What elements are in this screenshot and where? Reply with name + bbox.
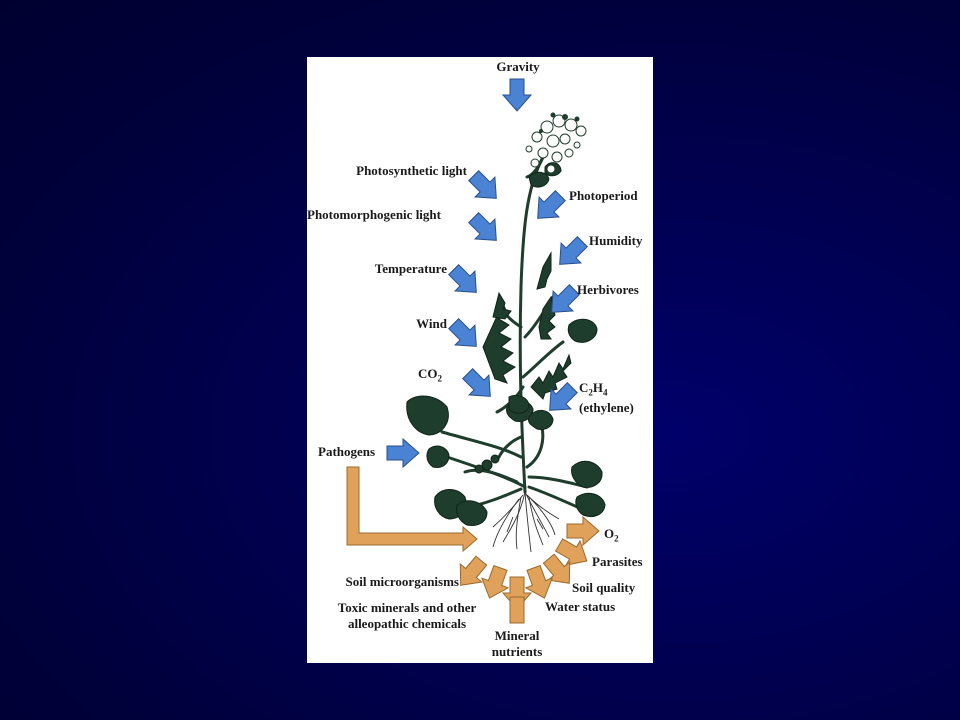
label-parasites: Parasites [592, 554, 643, 569]
label-toxic-minerals-line2: alleopathic chemicals [347, 616, 467, 631]
label-wind: Wind [416, 316, 447, 331]
below-ground-arrows [449, 516, 600, 610]
label-mineral-nutrients-line1: Mineral [494, 628, 540, 643]
gravity-arrow [502, 78, 532, 112]
label-photoperiod: Photoperiod [569, 188, 638, 203]
roots [492, 491, 560, 553]
flowers [525, 114, 587, 174]
label-toxic-minerals-line1: Toxic minerals and other [337, 600, 477, 615]
label-pathogens: Pathogens [318, 444, 376, 459]
label-ethylene: (ethylene) [579, 400, 634, 415]
humidity-arrow [549, 231, 593, 275]
label-herbivores: Herbivores [577, 282, 639, 297]
label-temperature: Temperature [374, 261, 447, 276]
stems [440, 155, 591, 514]
photomorphogenic-light-arrow [463, 207, 507, 251]
label-humidity: Humidity [589, 233, 643, 248]
label-o2: O2 [604, 526, 619, 544]
label-water-status: Water status [545, 599, 616, 614]
label-photosynthetic-light: Photosynthetic light [356, 163, 467, 178]
leaves [406, 162, 606, 526]
label-soil-microorganisms: Soil microorganisms [345, 574, 459, 589]
pathogens-to-soil-arrow [346, 466, 478, 553]
label-c2h4: C2H4 [579, 380, 608, 398]
label-gravity: Gravity [496, 59, 540, 74]
label-soil-quality: Soil quality [572, 580, 636, 595]
label-photomorphogenic-light: Photomorphogenic light [307, 207, 441, 222]
photoperiod-arrow [527, 185, 571, 229]
mineral-nutrients-arrow-shaft [509, 596, 525, 624]
label-mineral-nutrients-line2: nutrients [491, 644, 543, 659]
photosynthetic-light-arrow [463, 165, 507, 209]
plant-illustration [346, 78, 606, 624]
wind-arrow [443, 313, 487, 357]
label-co2: CO2 [418, 366, 442, 384]
o2-arrow [566, 516, 600, 546]
temperature-arrow [443, 259, 487, 303]
pathogens-arrow [386, 438, 420, 468]
plant-environment-figure: Gravity Photosynthetic light Photoperiod… [307, 57, 653, 663]
flower-buds [539, 112, 580, 133]
